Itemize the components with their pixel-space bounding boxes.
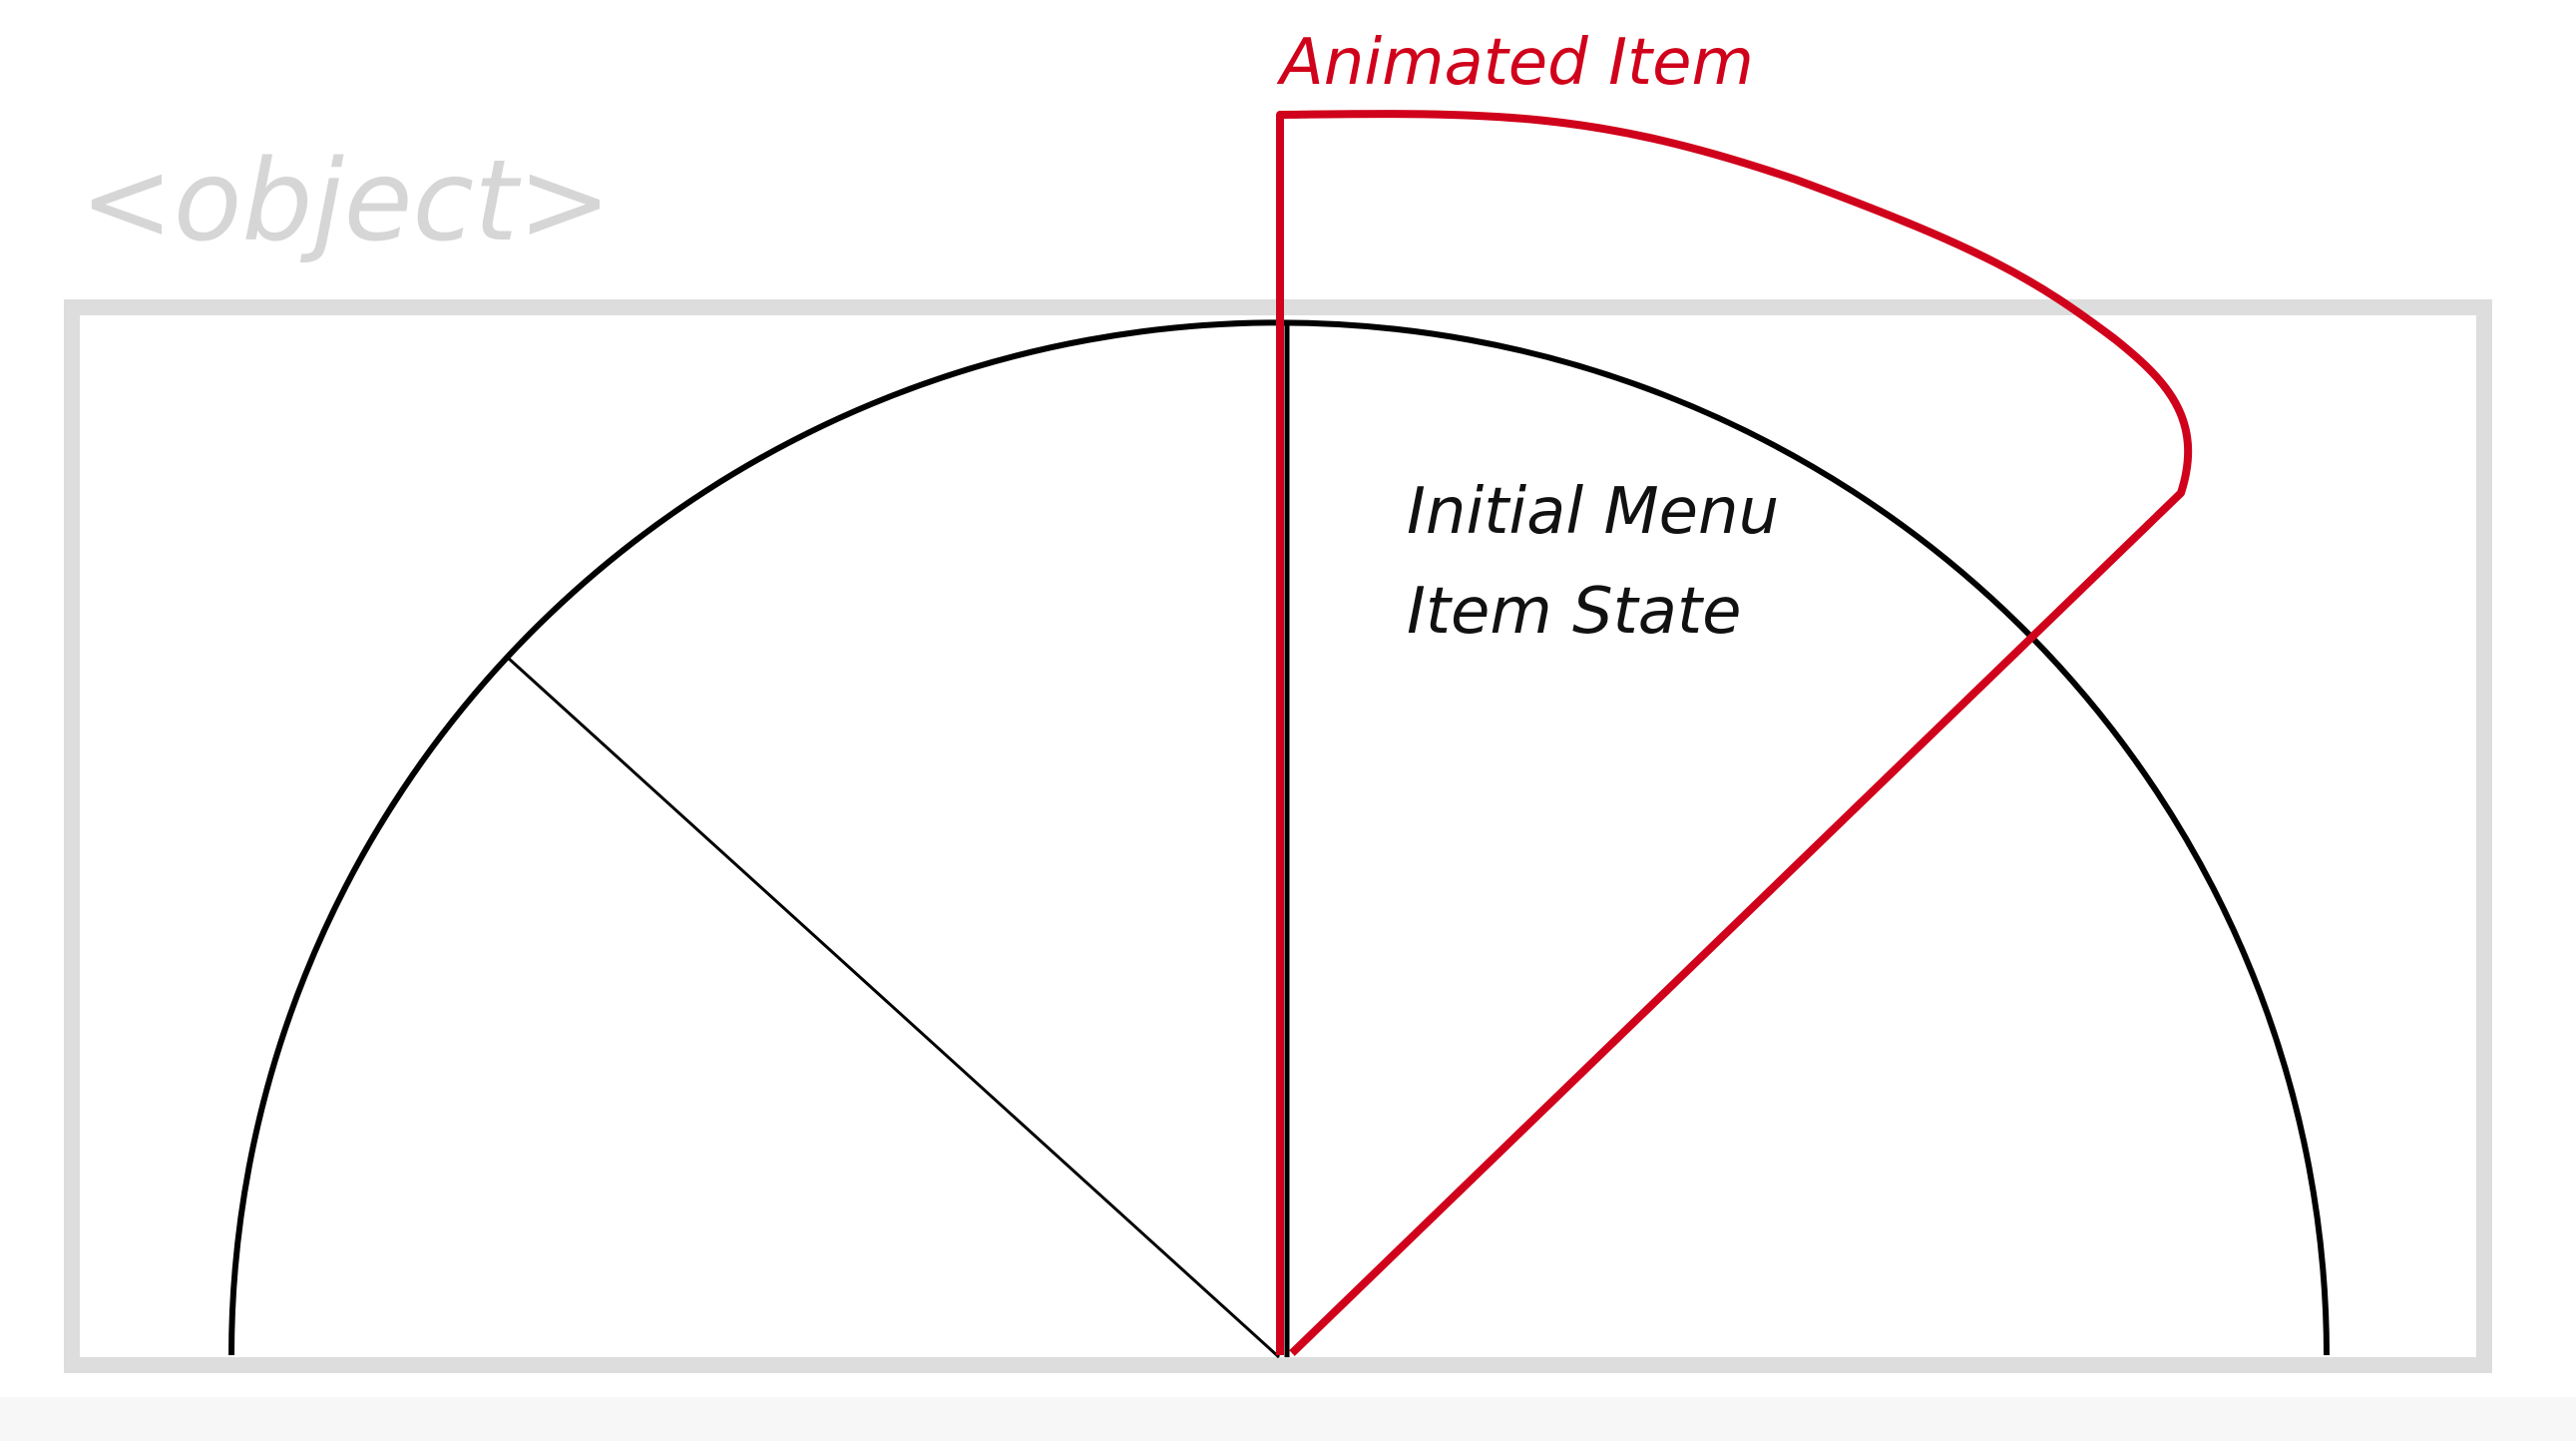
animated-item-wedge <box>1276 110 2193 1356</box>
initial-state-label-line2: Item State <box>1407 575 1741 649</box>
menu-segment-divider-left <box>507 657 1281 1359</box>
animated-item-label: Animated Item <box>1276 26 1754 100</box>
bottom-band <box>0 1397 2576 1441</box>
object-tag-label: <object> <box>80 137 612 266</box>
initial-state-label-line1: Initial Menu <box>1407 475 1779 549</box>
